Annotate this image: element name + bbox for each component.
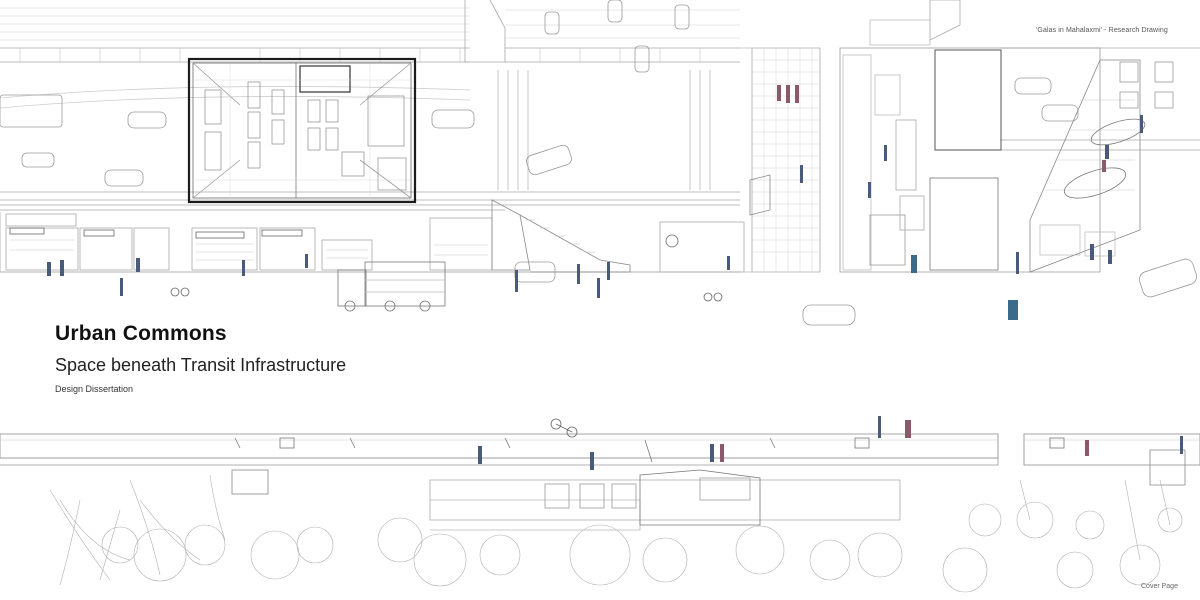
page-title: Urban Commons <box>55 322 227 345</box>
staircase <box>491 199 631 273</box>
flyover-road <box>0 0 1200 211</box>
section-cut-right <box>839 47 1174 273</box>
trees <box>49 474 1183 593</box>
page-subtitle: Space beneath Transit Infrastructure <box>55 355 347 375</box>
document-type-label: Design Dissertation <box>55 384 134 394</box>
page-label: Cover Page <box>1141 583 1178 590</box>
truck <box>337 261 446 312</box>
grid-tower <box>740 47 821 273</box>
street-shopfronts <box>0 212 745 273</box>
people <box>47 85 1183 470</box>
drawing-caption: 'Galas in Mahalaxmi' - Research Drawing <box>1036 27 1168 34</box>
gala-cutaway-box <box>187 57 417 204</box>
lower-flyover <box>0 433 1200 531</box>
